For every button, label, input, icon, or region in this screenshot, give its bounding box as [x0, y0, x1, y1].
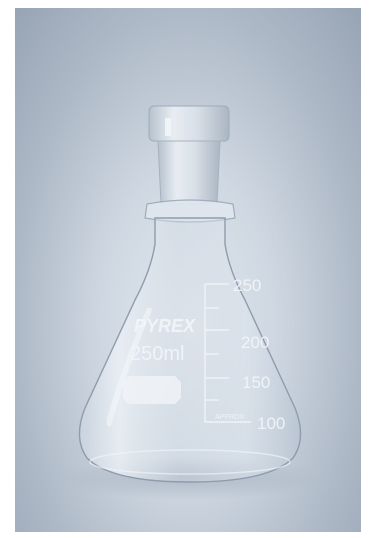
flask-illustration: 250 200 150 100 APPROX PYREX 250ml	[60, 105, 320, 500]
flask-body	[78, 217, 302, 483]
product-photo: 250 200 150 100 APPROX PYREX 250ml	[15, 8, 361, 532]
flask-base	[89, 449, 291, 475]
graduation-250: 250	[233, 276, 261, 295]
capacity-label: 250ml	[130, 343, 184, 365]
glass-highlight	[106, 308, 153, 427]
brand-label: PYREX	[134, 316, 196, 336]
approx-label: APPROX	[215, 414, 245, 421]
marking-patch	[123, 376, 181, 404]
graduation-scale	[204, 283, 251, 423]
glass-stopper	[148, 105, 230, 205]
graduation-150: 150	[242, 373, 270, 392]
graduation-200: 200	[241, 333, 269, 352]
graduation-100: 100	[257, 414, 285, 433]
